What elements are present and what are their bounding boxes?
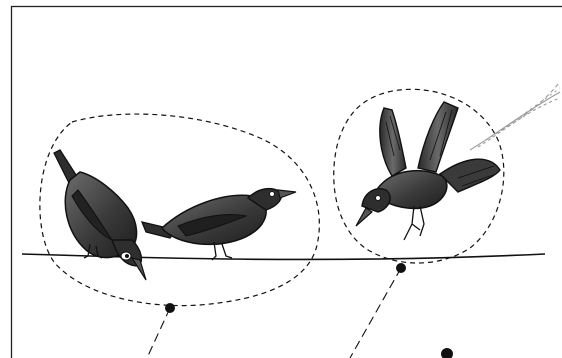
callout-dot-left	[165, 303, 175, 313]
callout-line-left	[146, 307, 171, 358]
power-wire	[21, 253, 546, 261]
callout-line-right	[349, 267, 402, 358]
crow-stretching	[140, 187, 297, 261]
crow-pecking	[53, 149, 147, 281]
crow-landing	[355, 101, 501, 241]
group-outline-right	[333, 88, 505, 264]
frame-border	[10, 5, 562, 358]
group-outline-left	[39, 113, 320, 307]
motion-trail	[469, 81, 561, 151]
callout-dot-right	[396, 263, 406, 273]
callout-dot-bottom	[441, 348, 453, 358]
